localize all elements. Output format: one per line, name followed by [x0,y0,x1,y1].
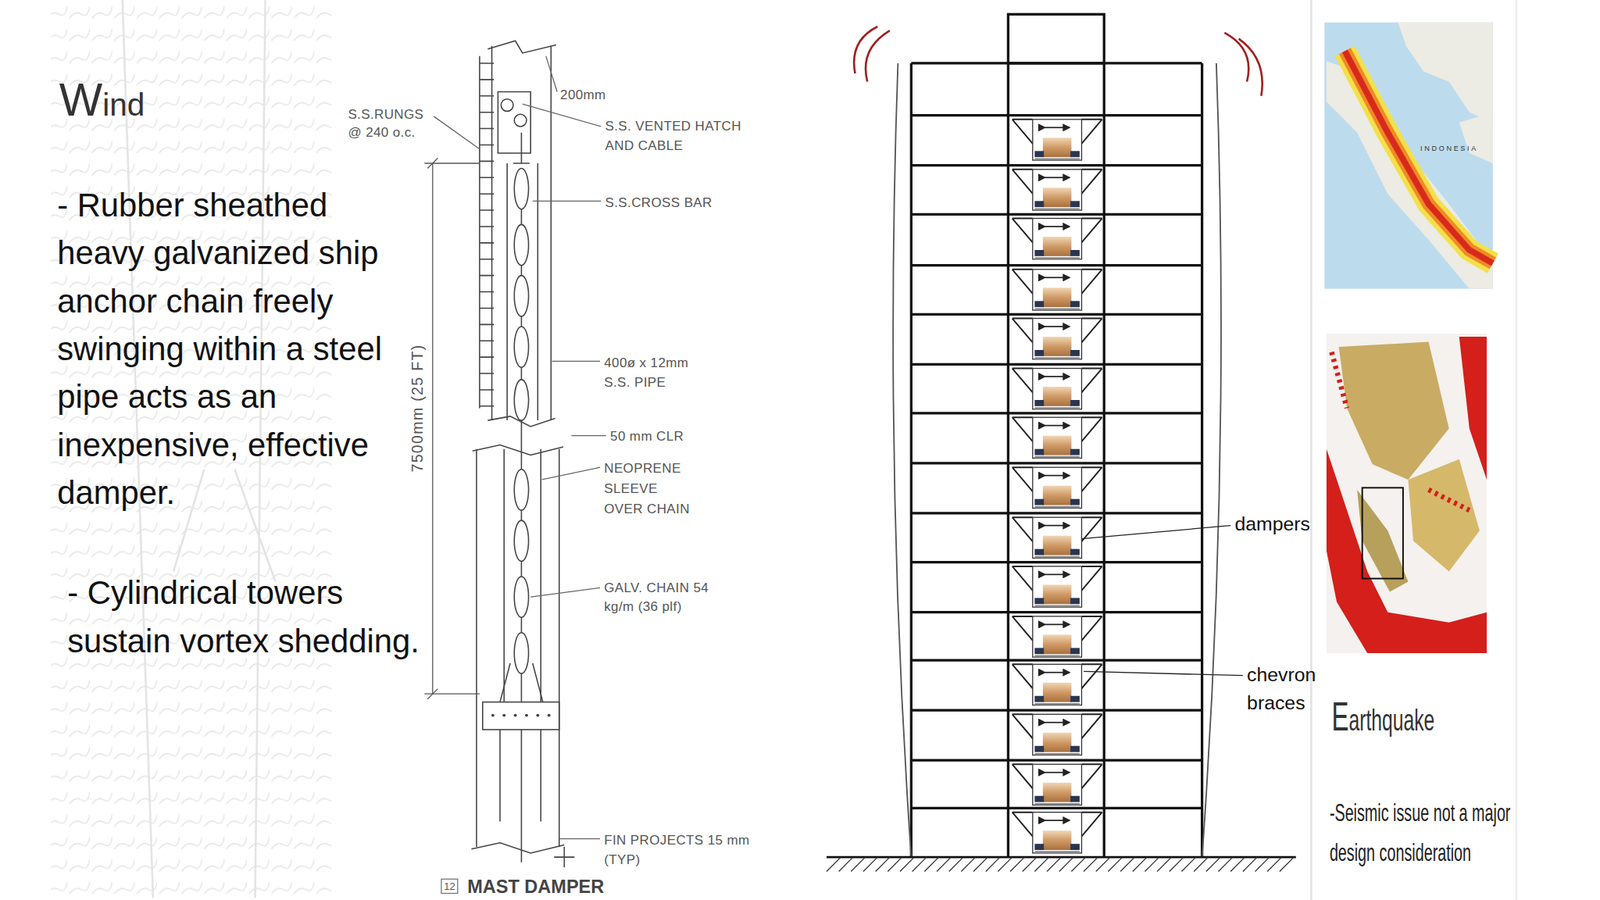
drawing-title: MAST DAMPER [467,876,604,898]
part-label: GALV. CHAIN 54 kg/m (36 plf) [603,577,711,617]
part-label: S.S. VENTED HATCH AND CABLE [605,116,754,156]
part-label: NEOPRENE SLEEVE OVER CHAIN [603,457,692,519]
callout-number: 12 [440,878,458,895]
section-heading: Earthquake [1331,693,1435,740]
body-text: - Cylindrical towers sustain vortex shed… [67,569,435,666]
part-label: 400ø x 12mm S.S. PIPE [603,353,701,393]
section-heading: Wind [59,73,146,127]
part-label: S.S.CROSS BAR [605,192,713,213]
body-text: - Rubber sheathed heavy galvanized ship … [57,181,389,518]
part-label: FIN PROJECTS 15 mm (TYP) [603,830,762,870]
part-label: S.S.RUNGS @ 240 o.c. [347,105,432,143]
dimension-label: 200mm [560,84,607,104]
dimension-label: 7500mm (25 FT) [407,343,428,472]
callout-label: dampers [1234,510,1311,538]
callout-label: chevron braces [1246,660,1324,717]
dimension-label: 50 mm CLR [610,426,684,447]
map-label: INDONESIA [1420,144,1479,152]
body-text: -Seismic issue not a major design consid… [1329,792,1517,873]
